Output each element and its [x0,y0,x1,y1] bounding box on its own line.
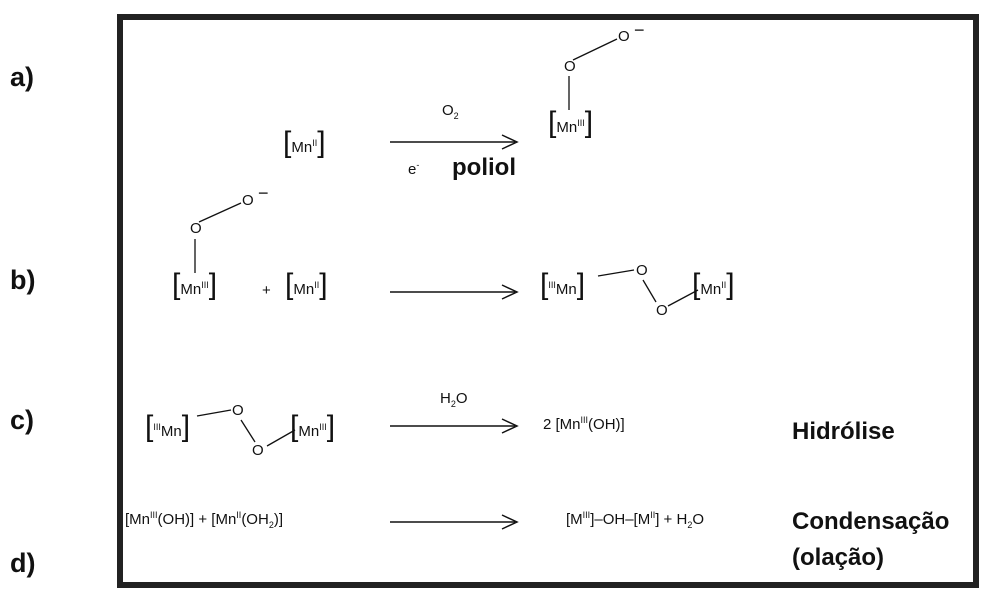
arrow-a-below-word: poliol [452,154,516,181]
prod-b-o2: O [656,302,668,319]
arrow-d [390,514,519,530]
label-d: d) [10,548,36,578]
label-b: b) [10,265,36,295]
prod-b-bonds [597,269,699,307]
react-b1-complex: [MnIII] [172,268,218,301]
product-a-o2: O [618,28,630,45]
react-c-right: [MnIII] [290,410,336,443]
react-c-left: [IIIMn] [145,410,191,443]
product-a-complex: [MnIII] [548,106,594,139]
react-c-o1: O [232,402,244,419]
product-a-o1: O [564,58,576,75]
process-d-line2: (olação) [792,544,885,571]
process-d-line1: Condensação [792,508,950,535]
label-a: a) [10,62,35,92]
prod-b-left: [IIIMn] [540,268,586,301]
arrow-c-above: H2O [440,390,468,409]
react-b1-charge: − [258,183,269,203]
react-c-o2: O [252,442,264,459]
reactants-d: [MnIII(OH)] + [MnII(OH2)] [125,510,283,530]
react-c-bonds [196,409,296,447]
plus-b: + [262,282,271,299]
arrow-b [390,284,519,300]
product-a-charge: − [634,20,645,40]
react-b1-bonds [194,202,242,273]
reactant-a: [MnII] [283,126,326,159]
reaction-frame [117,14,979,588]
react-b1-o1: O [190,220,202,237]
product-c: 2 [MnIII(OH)] [543,415,625,433]
arrow-a [390,134,519,150]
arrow-a-above: O2 [442,102,459,121]
arrow-c [390,418,519,434]
prod-b-o1: O [636,262,648,279]
react-b1-o2: O [242,192,254,209]
prod-b-right: [MnII] [692,268,735,301]
react-b2-complex: [MnII] [285,268,328,301]
product-a-bonds [568,38,618,110]
process-c: Hidrólise [792,418,895,445]
arrow-a-below-e: e- [408,160,420,178]
products-d: [MIII]–OH–[MII] + H2O [566,510,705,530]
label-c: c) [10,405,35,435]
